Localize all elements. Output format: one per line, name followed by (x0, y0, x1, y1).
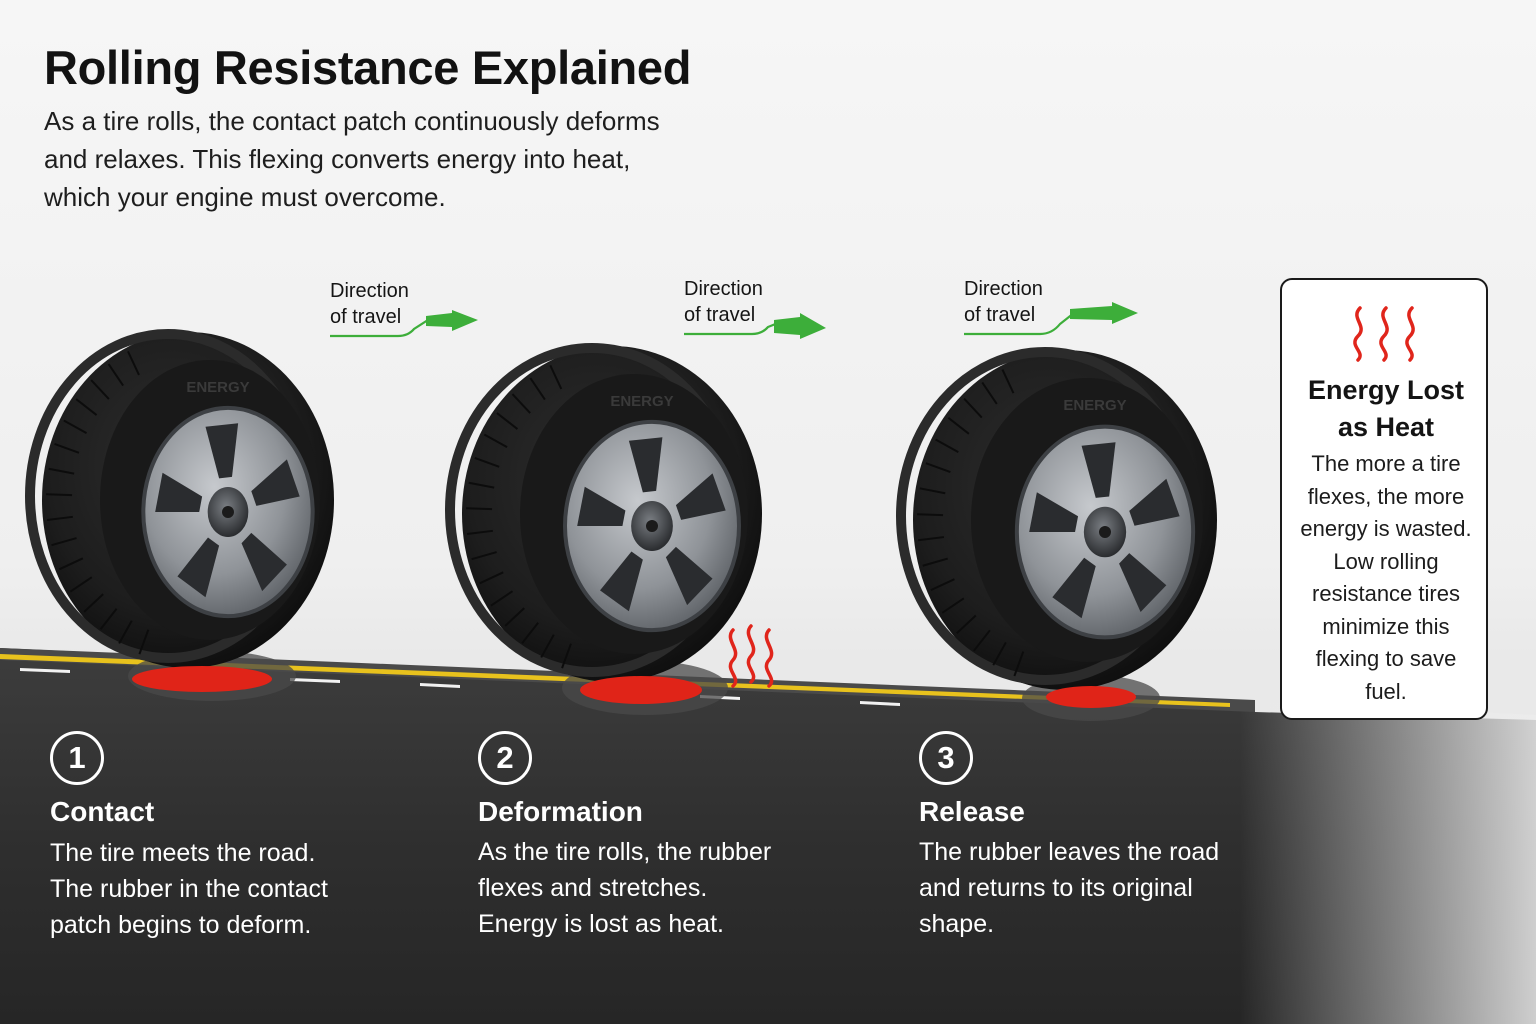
step-text-line: The tire meets the road. (50, 839, 316, 867)
road-fade (1240, 700, 1536, 1024)
contact-patch (132, 666, 272, 692)
step-text-line: shape. (919, 910, 995, 938)
energy-lost-info-card: Energy Lost as Heat The more a tire flex… (1280, 278, 1488, 720)
step-text-line: patch begins to deform. (50, 911, 312, 939)
tire-sidewall-text: ENERGY (186, 379, 249, 396)
tires-layer: ENERGY ENERGY ENERGY (25, 329, 1217, 721)
step-description-release: The rubber leaves the road and returns t… (919, 834, 1249, 942)
tire-2: ENERGY (445, 343, 762, 715)
direction-label-line: of travel (964, 304, 1036, 326)
tire-tread-grooves (466, 364, 572, 669)
tire-1: ENERGY (25, 329, 334, 701)
tire-3: ENERGY (896, 347, 1217, 721)
wheel-spokes (155, 423, 300, 598)
step-title-deformation: Deformation (478, 796, 643, 827)
subtitle-line: As a tire rolls, the contact patch conti… (44, 106, 660, 136)
road-surface (0, 648, 1536, 1024)
direction-label-line: of travel (684, 304, 756, 326)
info-text-line: flexing to save (1315, 646, 1457, 671)
tire-tread-grooves (917, 369, 1025, 677)
step-text-line: As the tire rolls, the rubber (478, 838, 772, 866)
step-text-line: The rubber in the contact (50, 875, 328, 903)
direction-label-line: Direction (330, 280, 409, 302)
subtitle-line: and relaxes. This flexing converts energ… (44, 144, 631, 174)
info-text-line: energy is wasted. (1300, 516, 1472, 541)
direction-label-1: Direction of travel (330, 278, 409, 330)
wheel-spokes (577, 437, 726, 612)
direction-label-line: Direction (964, 278, 1043, 300)
info-text-line: resistance tires (1312, 581, 1460, 606)
direction-arrow-3 (964, 302, 1138, 336)
step-description-contact: The tire meets the road. The rubber in t… (50, 835, 380, 943)
wheel-center-cap (222, 506, 234, 518)
info-text-line: minimize this (1322, 613, 1450, 639)
tire-sidewall-text: ENERGY (1063, 397, 1126, 414)
contact-patch (580, 676, 702, 704)
direction-label-2: Direction of travel (684, 276, 763, 328)
step-number-1: 1 (50, 731, 104, 785)
info-card-title: Energy Lost as Heat (1282, 372, 1490, 446)
direction-label-line: Direction (684, 278, 763, 300)
page-title: Rolling Resistance Explained (44, 41, 692, 94)
step-text-line: flexes and stretches. (478, 874, 708, 902)
step-title-contact: Contact (50, 796, 155, 827)
direction-label-line: of travel (330, 306, 402, 328)
contact-patch (1046, 686, 1136, 708)
wheel-center-cap (646, 520, 658, 532)
step-description-deformation: As the tire rolls, the rubber flexes and… (478, 834, 808, 942)
tire-sidewall-text: ENERGY (610, 393, 673, 410)
info-title-line: Energy Lost (1307, 375, 1465, 405)
step-number-2: 2 (478, 731, 532, 785)
wheel-spokes (1029, 442, 1180, 619)
page-subtitle: As a tire rolls, the contact patch conti… (44, 102, 704, 216)
info-text-line: flexes, the more (1307, 483, 1465, 509)
info-card-text: The more a tire flexes, the more energy … (1288, 448, 1484, 708)
step-number-3: 3 (919, 731, 973, 785)
step-title-release: Release (919, 796, 1025, 827)
info-text-line: The more a tire (1311, 451, 1461, 476)
direction-label-3: Direction of travel (964, 276, 1043, 328)
direction-arrow-2 (684, 313, 826, 339)
tire-tread-grooves (46, 350, 150, 655)
wheel-center-cap (1099, 526, 1111, 538)
subtitle-line: which your engine must overcome. (44, 182, 446, 212)
direction-arrow-1 (330, 310, 478, 338)
info-title-line: as Heat (1337, 412, 1435, 442)
heat-waves-icon (728, 624, 774, 688)
step-text-line: Energy is lost as heat. (478, 910, 724, 938)
step-text-line: The rubber leaves the road (919, 838, 1220, 866)
step-text-line: and returns to its original (919, 874, 1193, 902)
heat-waves-icon (1353, 306, 1415, 362)
info-text-line: fuel. (1365, 678, 1407, 704)
info-text-line: Low rolling (1333, 548, 1439, 574)
